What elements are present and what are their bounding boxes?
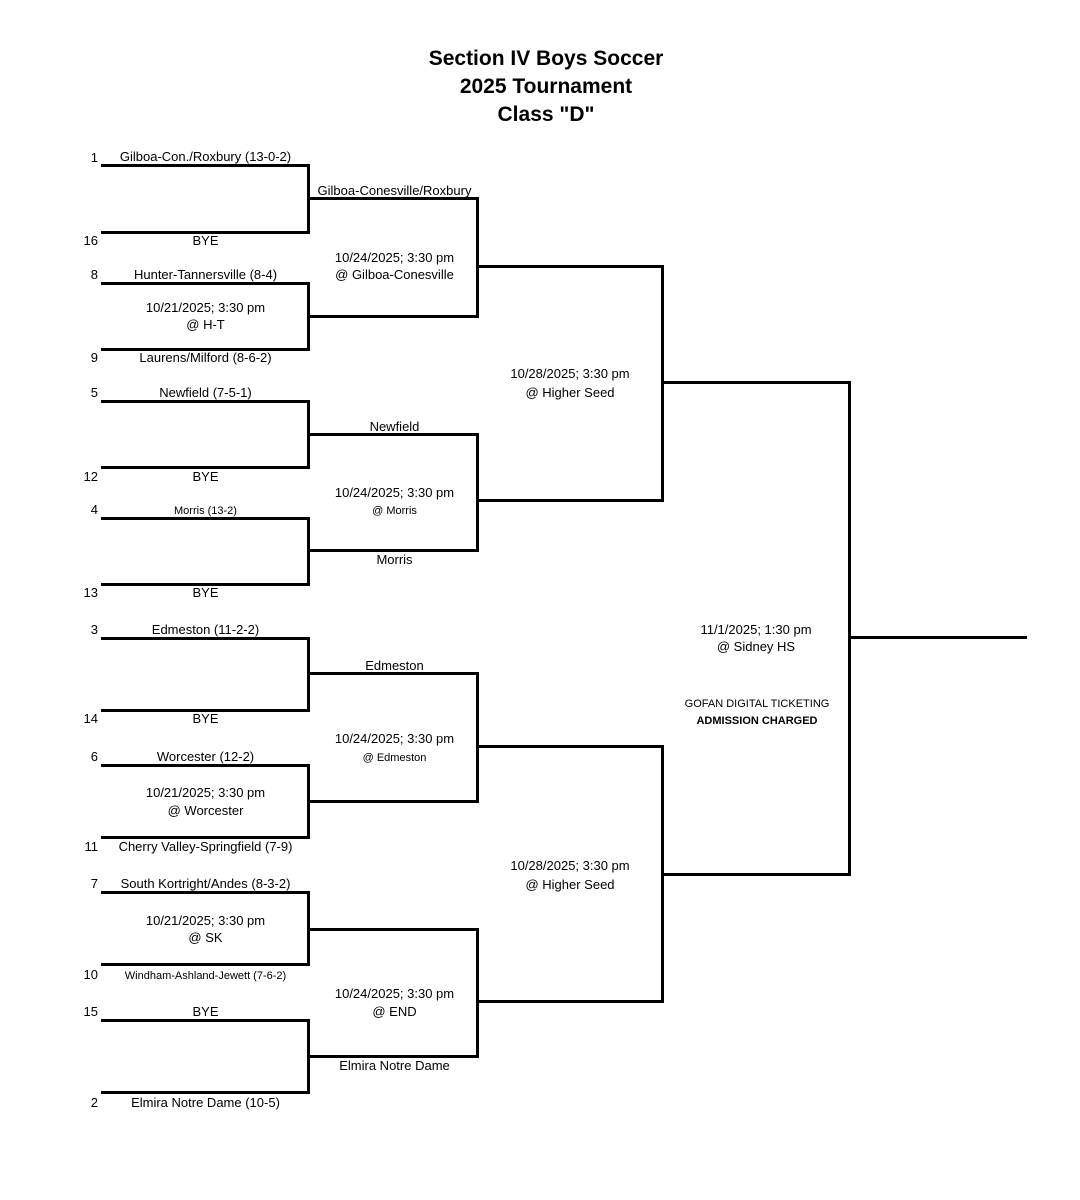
bracket-line [307,315,479,318]
bracket-title-line2: 2025 Tournament [459,75,633,98]
bracket-line [101,836,310,839]
game-venue: @ Worcester [167,803,244,818]
final-date: 11/1/2025; 1:30 pm [700,622,812,637]
team-name: Laurens/Milford (8-6-2) [139,350,272,365]
seed-number: 2 [90,1095,98,1110]
seed-number: 10 [83,967,98,982]
bracket-line [101,764,310,767]
seed-number: 6 [90,749,98,764]
seed-number: 13 [83,585,98,600]
bracket-line [476,433,479,552]
bracket-line [307,672,479,675]
bracket-line [476,745,664,748]
team-name: Cherry Valley-Springfield (7-9) [118,839,293,854]
bracket-line [101,164,310,167]
bracket-line [101,963,310,966]
game-date: 10/24/2025; 3:30 pm [334,986,455,1001]
seed-number: 11 [84,839,99,854]
team-name: South Kortright/Andes (8-3-2) [120,876,291,891]
game-date: 10/21/2025; 3:30 pm [145,913,266,928]
bracket-line [307,1055,479,1058]
bracket-line [101,466,310,469]
team-name: BYE [192,585,219,600]
team-name: BYE [192,469,219,484]
team-name: BYE [192,233,219,248]
team-name: Hunter-Tannersville (8-4) [133,267,278,282]
team-name: Gilboa-Con./Roxbury (13-0-2) [119,149,292,164]
team-name: BYE [192,711,219,726]
game-date: 10/24/2025; 3:30 pm [334,485,455,500]
seed-number: 9 [90,350,98,365]
seed-number: 5 [90,385,98,400]
bracket-line [476,928,479,1058]
bracket-line [307,928,479,931]
game-venue: @ Edmeston [362,752,427,764]
team-name: Edmeston (11-2-2) [151,622,260,637]
seed-number: 3 [90,622,98,637]
bracket-line [101,637,310,640]
game-date: 10/24/2025; 3:30 pm [334,731,455,746]
bracket-line [476,1000,664,1003]
team-name: Edmeston [365,658,424,673]
bracket-title-line3: Class "D" [497,103,595,126]
bracket-title-line1: Section IV Boys Soccer [428,47,664,70]
bracket-line [661,381,851,384]
admission-note: ADMISSION CHARGED [696,715,818,727]
game-venue: @ Morris [372,505,417,517]
bracket-line [101,282,310,285]
bracket-line [307,197,479,200]
seed-number: 8 [90,267,98,282]
team-name: Worcester (12-2) [156,749,255,764]
bracket-line [101,348,310,351]
bracket-line [476,672,479,803]
bracket-line [476,265,664,268]
team-name: Windham-Ashland-Jewett (7-6-2) [124,970,287,982]
team-name: Gilboa-Conesville/Roxbury [317,183,472,198]
bracket-line [101,1091,310,1094]
bracket-line [101,231,310,234]
bracket-line [101,891,310,894]
seed-number: 15 [83,1004,98,1019]
bracket-line [307,800,479,803]
seed-number: 4 [90,502,98,517]
seed-number: 14 [83,711,98,726]
team-name: Morris (13-2) [174,505,237,517]
game-venue: @ Higher Seed [525,877,615,892]
bracket-line [307,433,479,436]
bracket-line [476,197,479,318]
game-venue: @ H-T [186,317,225,332]
game-date: 10/21/2025; 3:30 pm [145,300,266,315]
game-venue: @ Gilboa-Conesville [335,267,454,282]
bracket-line [101,709,310,712]
bracket-line [101,400,310,403]
game-date: 10/28/2025; 3:30 pm [510,858,630,873]
seed-number: 12 [83,469,98,484]
team-name: Elmira Notre Dame [339,1058,450,1073]
bracket-line [307,549,479,552]
game-venue: @ END [372,1004,417,1019]
bracket-line [101,1019,310,1022]
seed-number: 1 [90,150,98,165]
bracket-line [101,583,310,586]
game-venue: @ Higher Seed [525,385,615,400]
bracket-line [848,381,851,876]
seed-number: 7 [90,876,98,891]
team-name: Morris [376,552,413,567]
team-name: BYE [192,1004,219,1019]
final-venue: @ Sidney HS [716,639,796,654]
game-venue: @ SK [188,930,223,945]
game-date: 10/28/2025; 3:30 pm [510,366,630,381]
team-name: Elmira Notre Dame (10-5) [131,1095,280,1110]
bracket-line [476,499,664,502]
champion-line [848,636,1027,639]
ticketing-note: GOFAN DIGITAL TICKETING [684,698,830,710]
team-name: Newfield (7-5-1) [159,385,252,400]
game-date: 10/24/2025; 3:30 pm [334,250,455,265]
bracket-line [661,873,851,876]
game-date: 10/21/2025; 3:30 pm [145,785,266,800]
seed-number: 16 [83,233,98,248]
team-name: Newfield [369,419,420,434]
bracket-line [101,517,310,520]
